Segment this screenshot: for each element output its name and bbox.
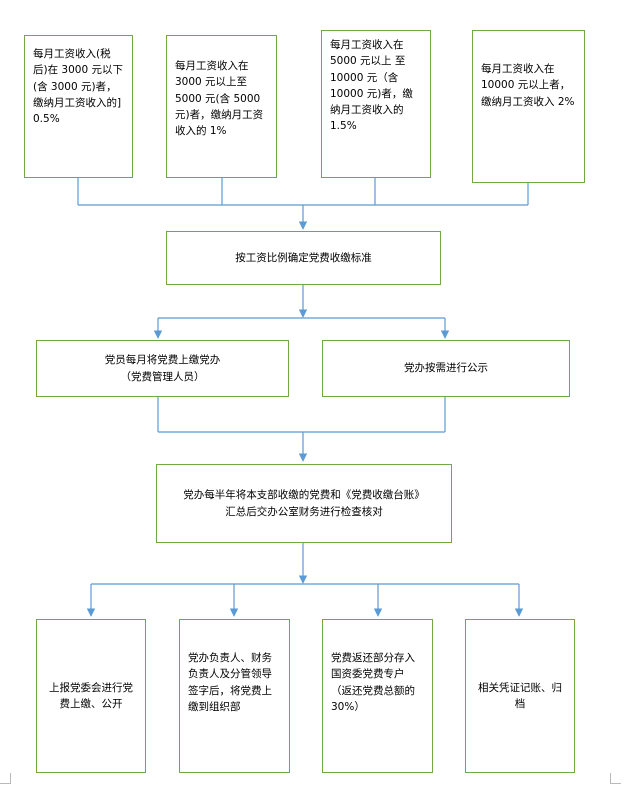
publicity-text: 党办按需进行公示: [404, 362, 488, 375]
standard-text: 按工资比例确定党费收缴标准: [235, 251, 372, 264]
rate-box-4: 每月工资收入在 10000 元以上者，缴纳月工资收入 2%: [472, 30, 585, 183]
standard-box: 按工资比例确定党费收缴标准: [166, 231, 441, 285]
payment-text-line1: 党员每月将党费上缴党办: [104, 354, 221, 367]
rate-box-2-text: 每月工资收入在 3000 元以上至 5000 元(含 5000 元)者，缴纳月工…: [175, 60, 264, 138]
page-corner-mark-left: [0, 773, 11, 784]
payment-text-line2: （党费管理人员）: [120, 370, 205, 383]
rate-box-4-text: 每月工资收入在 10000 元以上者，缴纳月工资收入 2%: [481, 63, 575, 108]
page-corner-mark-right: [610, 773, 621, 784]
archive-text: 相关凭证记账、归档: [478, 681, 562, 710]
archive-box: 相关凭证记账、归档: [465, 619, 575, 773]
refund-text: 党费返还部分存入国资委党费专户（返还党费总额的 30%）: [331, 652, 415, 713]
report-text: 上报党委会进行党费上缴、公开: [49, 681, 133, 710]
rate-box-3-text: 每月工资收入在 5000 元以上 至 10000 元（含 10000 元)者，缴…: [330, 39, 413, 133]
rate-box-1: 每月工资收入(税后)在 3000 元以下(含 3000 元)者，缴纳月工资收入的…: [24, 35, 133, 178]
summary-box: 党办每半年将本支部收缴的党费和《党费收缴台账》 汇总后交办公室财务进行检查核对: [156, 464, 452, 543]
rate-box-3: 每月工资收入在 5000 元以上 至 10000 元（含 10000 元)者，缴…: [321, 30, 431, 178]
rate-box-2: 每月工资收入在 3000 元以上至 5000 元(含 5000 元)者，缴纳月工…: [166, 35, 277, 178]
refund-box: 党费返还部分存入国资委党费专户（返还党费总额的 30%）: [322, 619, 433, 773]
publicity-box: 党办按需进行公示: [322, 340, 570, 397]
summary-text-line2: 汇总后交办公室财务进行检查核对: [225, 505, 383, 518]
sign-box: 党办负责人、财务负责人及分管领导签字后，将党费上缴到组织部: [179, 619, 290, 773]
sign-text: 党办负责人、财务负责人及分管领导签字后，将党费上缴到组织部: [188, 652, 272, 713]
summary-text-line1: 党办每半年将本支部收缴的党费和《党费收缴台账》: [183, 489, 425, 502]
report-box: 上报党委会进行党费上缴、公开: [36, 619, 146, 773]
payment-box: 党员每月将党费上缴党办 （党费管理人员）: [36, 340, 289, 397]
rate-box-1-text: 每月工资收入(税后)在 3000 元以下(含 3000 元)者，缴纳月工资收入的…: [33, 48, 123, 126]
